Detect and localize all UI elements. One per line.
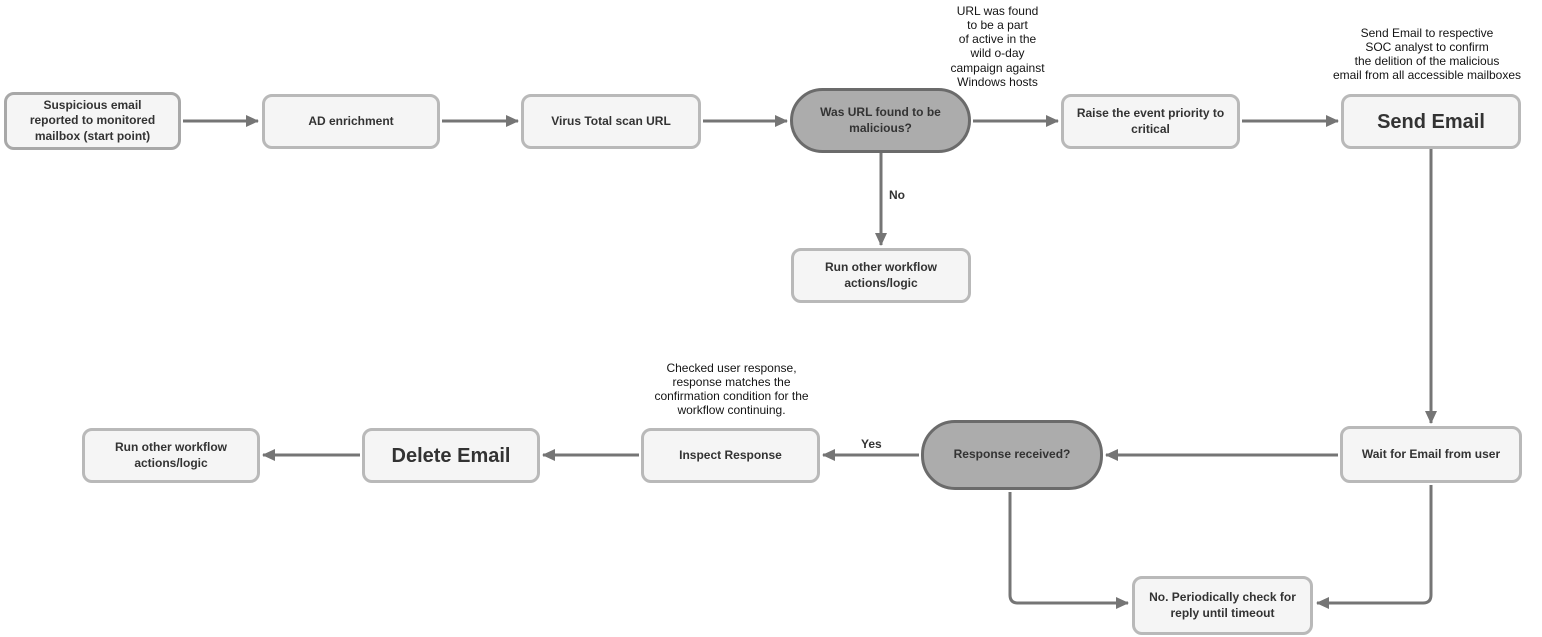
node-label: Suspicious email reported to monitored m… (29, 97, 156, 143)
node-label: AD enrichment (308, 113, 394, 128)
edge-wait-down-to-periodic (1316, 485, 1433, 609)
node-decision-url-malicious[interactable]: Was URL found to be malicious? (790, 88, 971, 153)
node-label: Virus Total scan URL (551, 113, 671, 128)
node-ad-enrichment[interactable]: AD enrichment (262, 94, 440, 149)
edge-label-yes: Yes (860, 437, 883, 451)
node-raise-priority[interactable]: Raise the event priority to critical (1061, 94, 1240, 149)
node-label: Wait for Email from user (1361, 446, 1501, 461)
node-label: Raise the event priority to critical (1076, 105, 1225, 136)
node-label: Run other workflow actions/logic (115, 439, 227, 470)
node-run-other-workflow-mid[interactable]: Run other workflow actions/logic (791, 248, 971, 303)
node-label: Run other workflow actions/logic (825, 259, 937, 290)
node-run-other-workflow-bottom[interactable]: Run other workflow actions/logic (82, 428, 260, 483)
node-decision-response-received[interactable]: Response received? (921, 420, 1103, 490)
node-virus-total-scan[interactable]: Virus Total scan URL (521, 94, 701, 149)
node-start-suspicious-email[interactable]: Suspicious email reported to monitored m… (4, 92, 181, 150)
node-label: Send Email (1377, 110, 1485, 133)
edge-response-no-to-periodic (1008, 492, 1129, 609)
node-send-email[interactable]: Send Email (1341, 94, 1521, 149)
node-wait-for-email[interactable]: Wait for Email from user (1340, 426, 1522, 483)
node-delete-email[interactable]: Delete Email (362, 428, 540, 483)
annotation-inspect-response-note: Checked user response, response matches … (654, 361, 809, 418)
annotation-zero-day-campaign: URL was found to be a part of active in … (950, 4, 1045, 89)
node-label: No. Periodically check for reply until t… (1149, 589, 1296, 620)
node-label: Inspect Response (679, 447, 782, 462)
node-label: Response received? (953, 447, 1071, 462)
annotation-send-email-note: Send Email to respective SOC analyst to … (1332, 26, 1522, 83)
node-inspect-response[interactable]: Inspect Response (641, 428, 820, 483)
node-label: Delete Email (391, 444, 511, 467)
node-periodic-check[interactable]: No. Periodically check for reply until t… (1132, 576, 1313, 635)
edge-label-no: No (888, 188, 906, 202)
node-label: Was URL found to be malicious? (820, 104, 941, 135)
